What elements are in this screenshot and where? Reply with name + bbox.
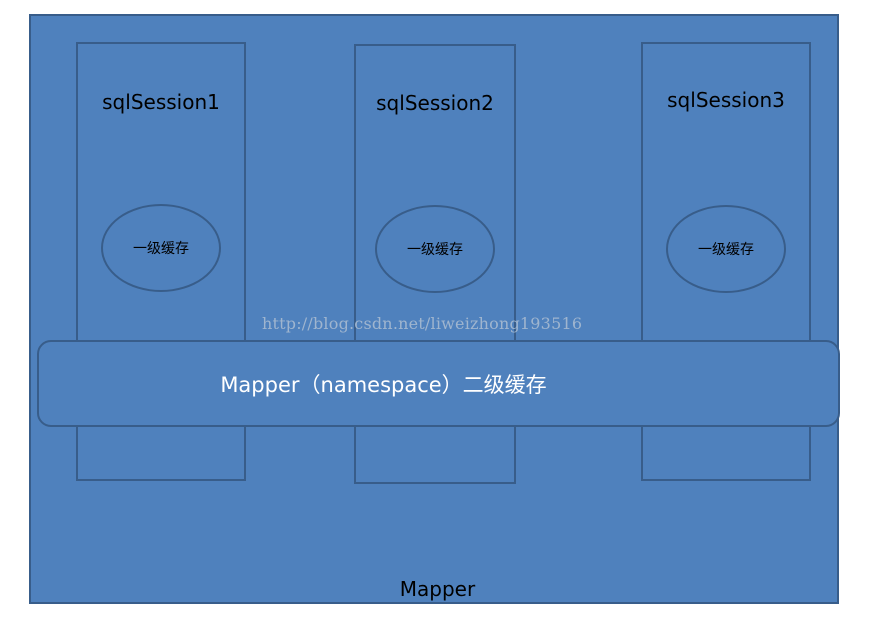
first-level-cache-1: 一级缓存	[101, 204, 221, 292]
first-level-cache-2: 一级缓存	[375, 205, 495, 293]
mapper-label: Mapper	[399, 577, 476, 601]
sqlsession-2-title: sqlSession2	[376, 91, 494, 115]
sqlsession-1-title: sqlSession1	[102, 90, 220, 114]
first-level-cache-1-label: 一级缓存	[133, 241, 189, 257]
second-level-cache-bar: Mapper（namespace）二级缓存	[37, 340, 840, 427]
first-level-cache-3-label: 一级缓存	[698, 242, 754, 258]
first-level-cache-2-label: 一级缓存	[407, 242, 463, 258]
sqlsession-3-title: sqlSession3	[667, 88, 785, 112]
second-level-cache-label: Mapper（namespace）二级缓存	[220, 372, 547, 397]
first-level-cache-3: 一级缓存	[666, 205, 786, 293]
watermark-text: http://blog.csdn.net/liweizhong193516	[262, 314, 583, 333]
